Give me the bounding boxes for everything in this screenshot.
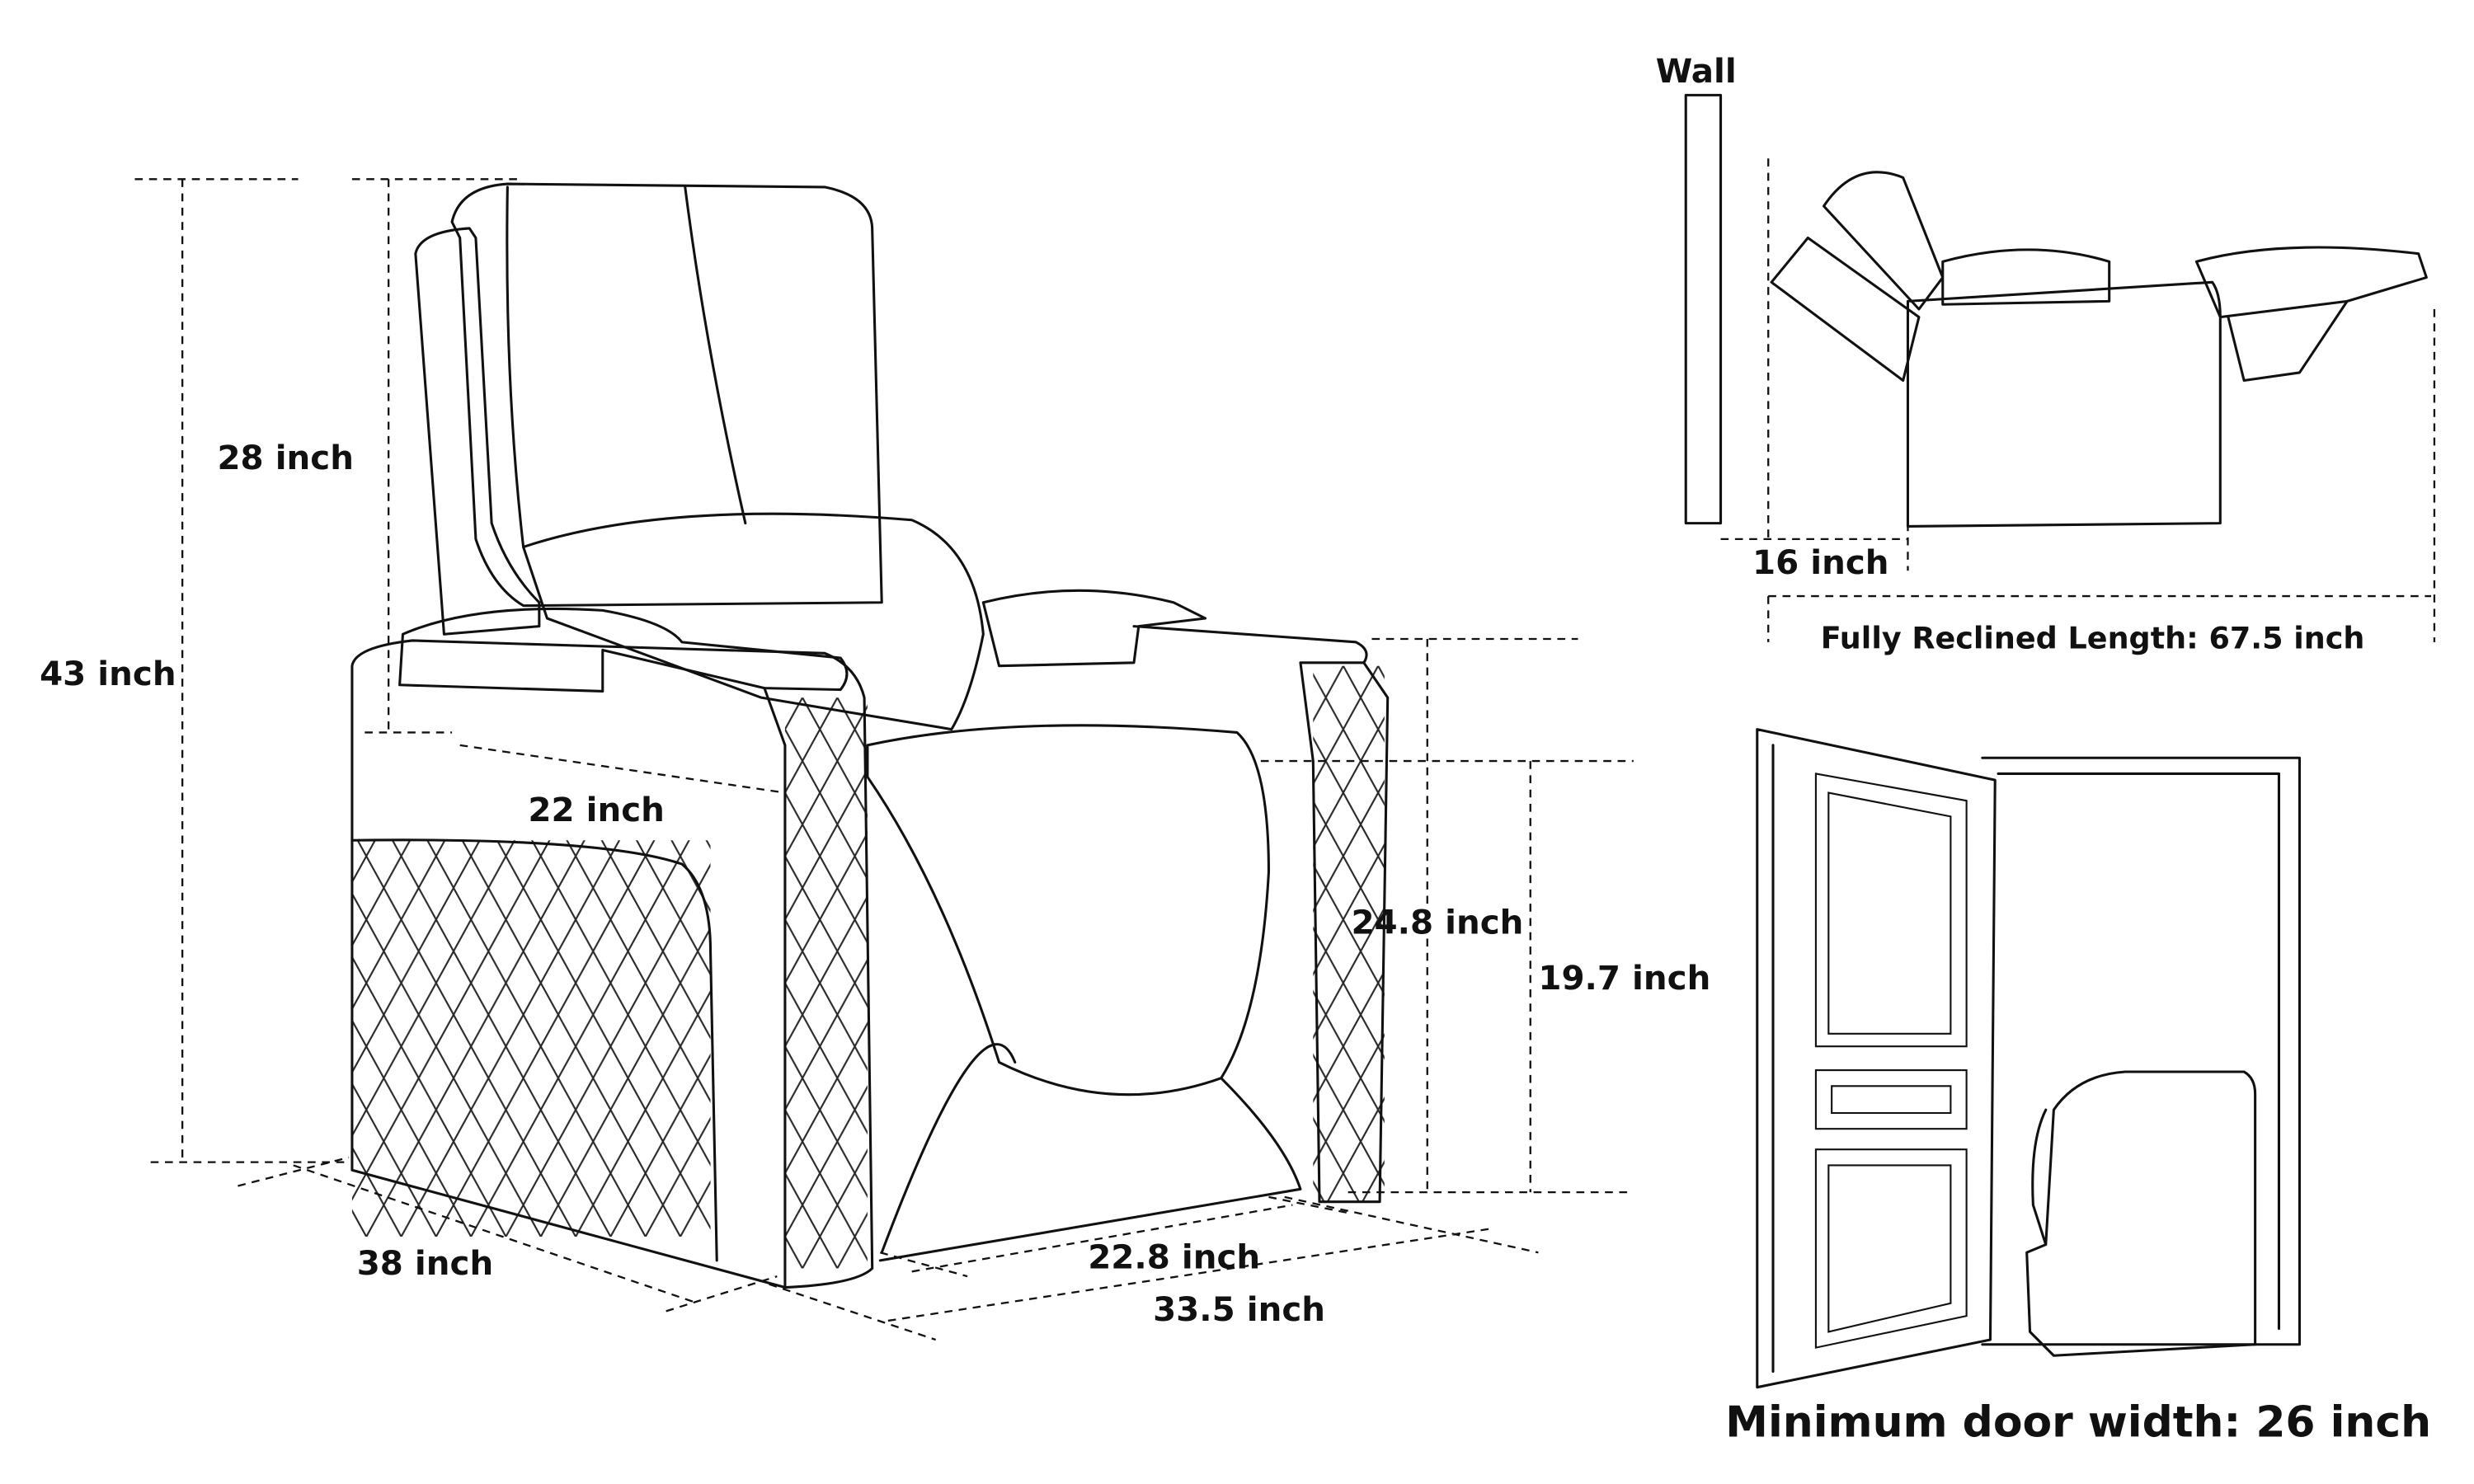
door-frame <box>1981 756 2301 1346</box>
overall-width-label: 33.5 inch <box>1153 1290 1325 1329</box>
chair-side-profile <box>2025 1070 2257 1357</box>
open-door <box>1756 728 1997 1389</box>
depth-label: 38 inch <box>357 1244 494 1283</box>
main-dimensions <box>134 178 1634 1341</box>
armrest-height-label: 24.8 inch <box>1351 904 1523 942</box>
wall-clearance-label: 16 inch <box>1752 543 1889 582</box>
recline-side-view: Wall 16 inch Fully Reclined Length: 67.5… <box>1656 52 2436 656</box>
backrest <box>450 182 883 608</box>
seat-cushion <box>866 724 1270 1097</box>
seat-width-label: 22.8 inch <box>1088 1237 1260 1276</box>
back-height-label: 28 inch <box>217 439 354 477</box>
recliner-front-view <box>350 182 1390 1289</box>
wall <box>1684 93 1723 525</box>
lumbar-pillow <box>522 512 985 731</box>
seat-depth-label: 22 inch <box>528 791 665 829</box>
arm-quilting <box>351 840 711 1237</box>
overall-height-label: 43 inch <box>40 655 176 693</box>
door-width-caption: Minimum door width: 26 inch <box>1725 1397 2431 1447</box>
footrest <box>878 1043 1302 1262</box>
door-clearance-view <box>1756 728 2301 1389</box>
right-armrest <box>981 589 1207 668</box>
reclined-length-label: Fully Reclined Length: 67.5 inch <box>1821 621 2365 656</box>
wall-label: Wall <box>1656 52 1737 91</box>
reclined-chair <box>1770 171 2428 528</box>
seat-height-label: 19.7 inch <box>1538 959 1710 998</box>
left-armrest <box>350 639 874 1289</box>
